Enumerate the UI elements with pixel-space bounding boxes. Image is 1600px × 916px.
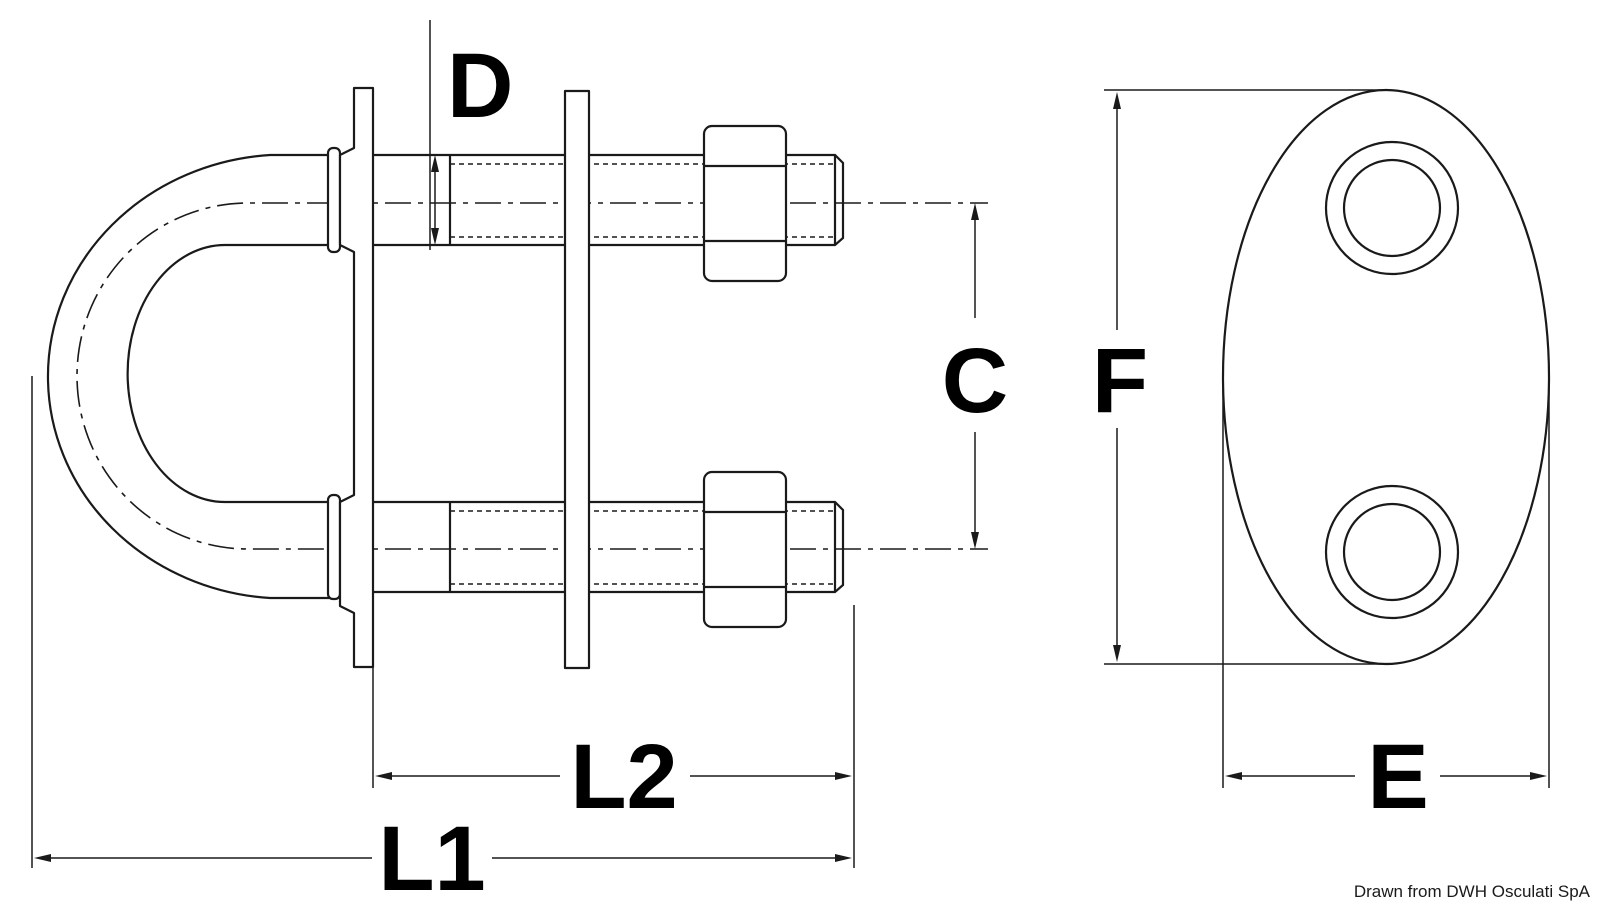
dimension-label-l2: L2 [570, 726, 677, 828]
dimension-label-l1: L1 [378, 808, 485, 910]
hex-nut-top [702, 124, 788, 283]
dimension-e: E [1222, 377, 1550, 828]
shoulder-ring-top [326, 146, 342, 254]
plate-end-view [1221, 88, 1551, 666]
hex-nut-bottom [702, 470, 788, 629]
clamp-plate [563, 89, 591, 670]
u-bolt-outer-contour [46, 153, 333, 600]
dimension-c: C [942, 203, 1008, 549]
dimension-d: D [429, 20, 513, 250]
dimension-l2: L2 [372, 605, 855, 868]
dimension-label-c: C [942, 330, 1008, 432]
u-bolt-bend-centerline [76, 202, 333, 550]
dimension-f: F [1092, 89, 1386, 665]
base-plate [338, 86, 375, 669]
dimension-label-d: D [447, 35, 513, 137]
credit-text: Drawn from DWH Osculati SpA [1353, 882, 1590, 901]
bolt-hole-bottom-inner [1342, 502, 1442, 602]
dimension-label-f: F [1092, 330, 1148, 432]
dimension-l1: L1 [31, 376, 852, 910]
shoulder-ring-bottom [326, 493, 342, 601]
bolt-hole-top-inner [1342, 158, 1442, 258]
bolt-hole-top-outer [1324, 140, 1460, 276]
bolt-hole-bottom-outer [1324, 484, 1460, 620]
u-bolt-inner-contour [126, 243, 333, 504]
u-bolt-side-view [46, 86, 988, 670]
dimension-label-e: E [1367, 726, 1428, 828]
